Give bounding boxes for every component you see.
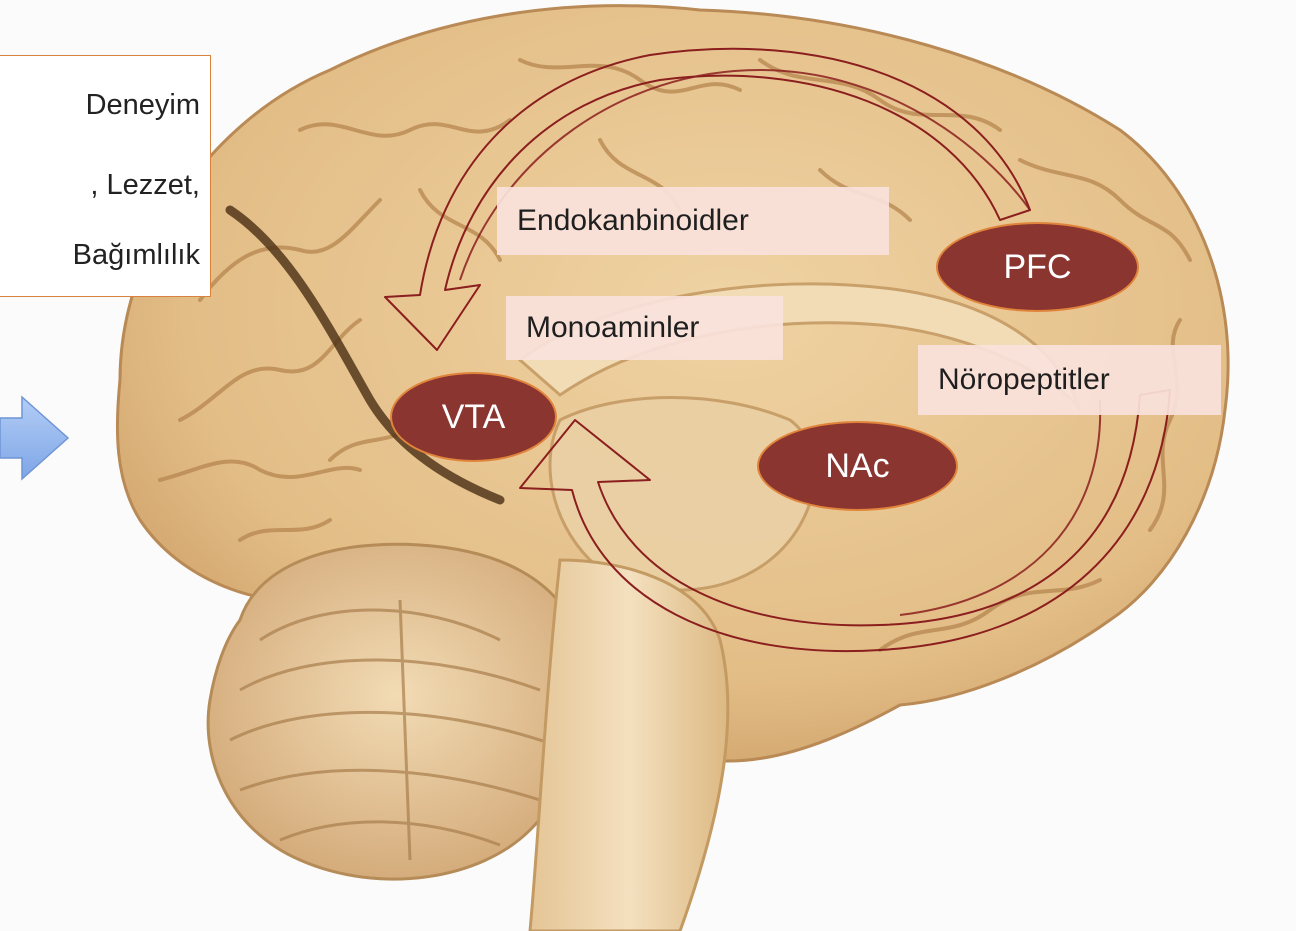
note-line-2: , Lezzet, [0, 169, 200, 202]
label-endokanbinoidler: Endokanbinoidler [497, 187, 889, 255]
note-box: Deneyim , Lezzet, Bağımlılık [0, 55, 211, 297]
cerebellum [208, 544, 588, 879]
note-line-3: Bağımlılık [0, 239, 200, 272]
label-monoaminler: Monoaminler [506, 296, 783, 360]
right-arrow-icon [0, 397, 68, 479]
label-noropeptitler: Nöropeptitler [918, 345, 1221, 415]
brainstem [530, 560, 728, 931]
region-nac: NAc [757, 421, 958, 511]
region-pfc: PFC [936, 222, 1139, 312]
region-vta: VTA [390, 372, 557, 462]
note-line-1: Deneyim [0, 89, 200, 122]
